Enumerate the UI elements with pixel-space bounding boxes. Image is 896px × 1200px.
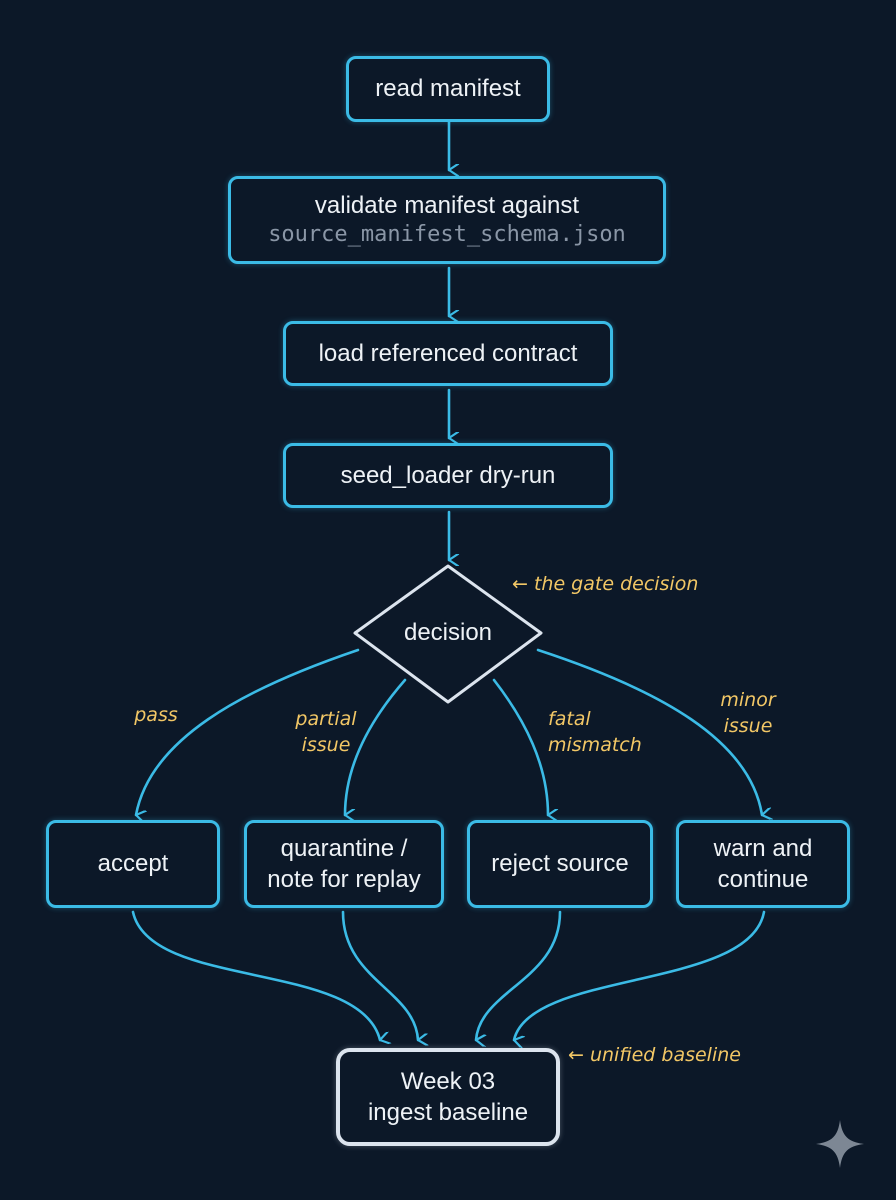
edge-label-line: partial: [295, 708, 357, 730]
node-label-line2: continue: [717, 866, 809, 893]
edge-decision-to-reject: [492, 678, 548, 815]
node-label-line1: quarantine /: [280, 834, 408, 862]
node-label: accept: [97, 850, 169, 878]
edge-label-pass: pass: [126, 703, 186, 729]
edge-label-pass-text: pass: [134, 704, 178, 726]
node-label: load referenced contract: [318, 339, 578, 367]
node-label-line1: Week 03: [400, 1067, 496, 1095]
gate-decision-annotation: ← the gate decision: [512, 573, 699, 595]
edge-label-partial-issue: partial issue: [284, 707, 368, 758]
node-reject-source: reject source: [467, 820, 653, 908]
node-label-line2: ingest baseline: [367, 1099, 529, 1126]
node-accept: accept: [46, 820, 220, 908]
node-week03-baseline: Week 03 ingest baseline: [336, 1048, 560, 1146]
node-label: read manifest: [375, 75, 521, 103]
node-seed-loader-dry-run: seed_loader dry-run: [283, 443, 613, 508]
decision-diamond: [353, 564, 543, 704]
schema-filename: source_manifest_schema.json: [268, 222, 626, 248]
edge-label-line: issue: [301, 733, 351, 756]
edge-label-minor-issue: minor issue: [708, 688, 788, 739]
edge-reject-to-baseline: [474, 910, 562, 1040]
node-label-line2: note for replay: [267, 866, 421, 893]
edge-decision-to-quarantine: [343, 678, 407, 815]
edge-warn-to-baseline: [512, 910, 766, 1040]
node-warn-continue: warn and continue: [676, 820, 850, 908]
edge-label-line: fatal: [548, 708, 591, 730]
node-label-line1: warn and: [713, 834, 813, 862]
node-label: seed_loader dry-run: [340, 461, 556, 489]
edge-quarantine-to-baseline: [341, 910, 418, 1040]
edge-decision-to-accept: [134, 648, 360, 815]
node-label: validate manifest against: [314, 192, 580, 220]
node-validate-manifest: validate manifest against source_manifes…: [228, 176, 666, 264]
edge-label-line: issue: [723, 714, 773, 737]
edge-accept-to-baseline: [131, 910, 380, 1040]
edge-label-line: mismatch: [548, 733, 642, 756]
node-quarantine: quarantine / note for replay: [244, 820, 444, 908]
edge-label-line: minor: [720, 689, 776, 711]
decision-label: decision: [403, 619, 493, 646]
edge-decision-to-warn: [536, 648, 762, 815]
edge-label-fatal-mismatch: fatal mismatch: [548, 707, 642, 758]
node-load-contract: load referenced contract: [283, 321, 613, 386]
node-label: reject source: [491, 850, 629, 878]
unified-baseline-annotation: ← unified baseline: [568, 1044, 741, 1066]
node-read-manifest: read manifest: [346, 56, 550, 122]
sparkle-icon: [816, 1120, 864, 1168]
